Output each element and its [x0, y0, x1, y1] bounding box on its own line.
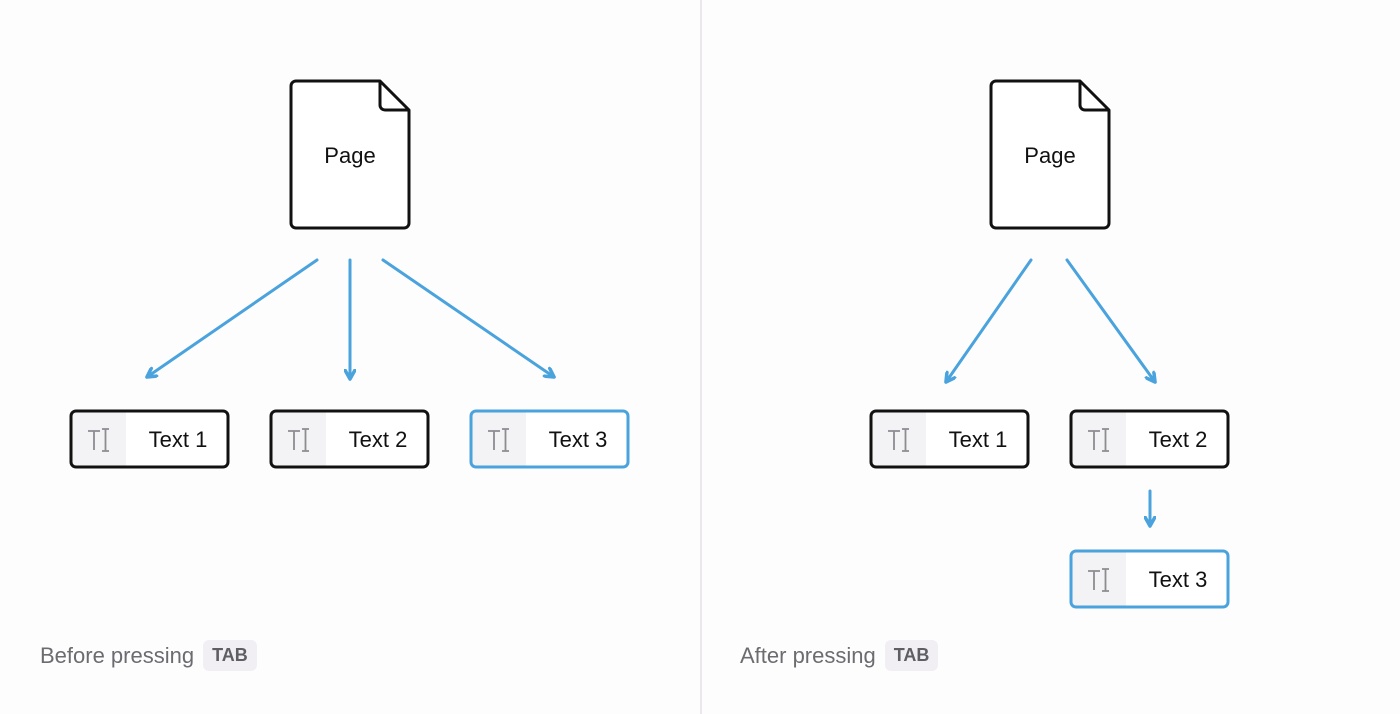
- text-cursor-icon: [1088, 428, 1109, 452]
- text-block-node: Text 1: [869, 409, 1030, 469]
- text-block-node-selected: Text 3: [469, 409, 630, 469]
- text-block-node: Text 1: [69, 409, 230, 469]
- arrow-to-text-3: [381, 258, 554, 377]
- text-block-label: Text 1: [149, 427, 208, 452]
- page-label: Page: [324, 143, 375, 168]
- text-cursor-icon: [488, 428, 509, 452]
- key-badge: TAB: [203, 640, 257, 671]
- text-cursor-icon: [1088, 568, 1109, 592]
- text-block-label: Text 3: [1149, 567, 1208, 592]
- caption-after: After pressing TAB: [740, 640, 939, 671]
- text-block-node: Text 2: [269, 409, 430, 469]
- arrow-to-text-2: [1065, 258, 1155, 382]
- text-block-node-selected: Text 3: [1069, 549, 1230, 609]
- text-cursor-icon: [288, 428, 309, 452]
- page-node-after: Page: [989, 79, 1111, 230]
- text-block-node: Text 2: [1069, 409, 1230, 469]
- caption-text: Before pressing: [40, 642, 195, 668]
- arrow-to-text-1: [946, 258, 1033, 382]
- text-block-label: Text 1: [949, 427, 1008, 452]
- caption-text: After pressing: [740, 642, 876, 668]
- text-block-label: Text 2: [1149, 427, 1208, 452]
- text-cursor-icon: [888, 428, 909, 452]
- caption-before: Before pressing TAB: [40, 640, 257, 671]
- text-block-label: Text 3: [549, 427, 608, 452]
- page-label: Page: [1024, 143, 1075, 168]
- page-node-before: Page: [289, 79, 411, 230]
- text-block-label: Text 2: [349, 427, 408, 452]
- text-cursor-icon: [88, 428, 109, 452]
- key-badge: TAB: [884, 640, 939, 671]
- arrow-to-text-1: [147, 258, 319, 377]
